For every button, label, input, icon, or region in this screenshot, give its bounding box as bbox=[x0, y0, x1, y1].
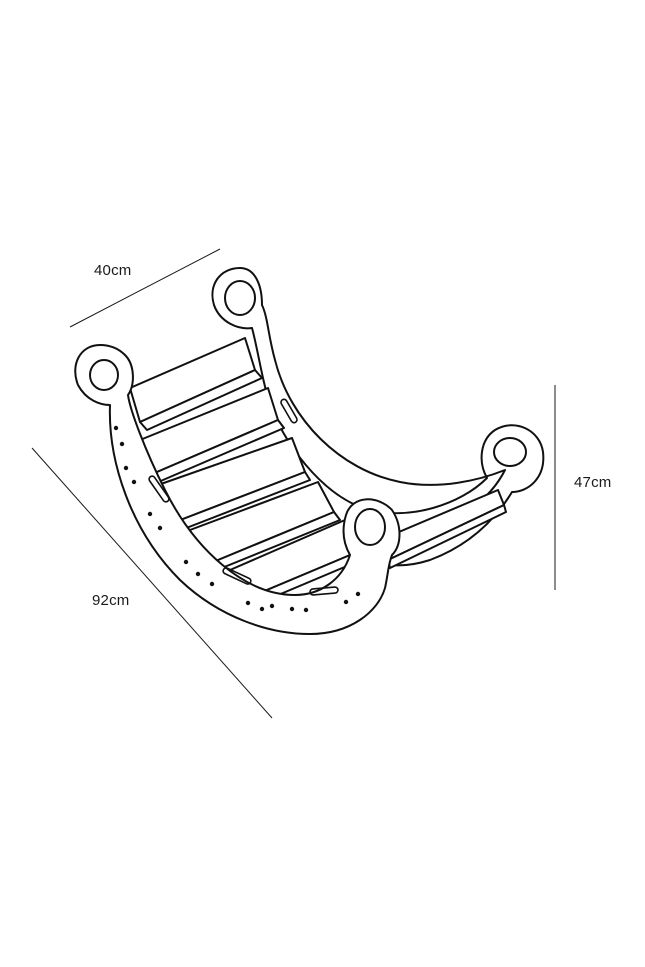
front-side-panel bbox=[74, 344, 401, 635]
drill-holes bbox=[113, 425, 361, 613]
length-dimension-label: 92cm bbox=[92, 592, 130, 609]
height-dimension-label: 47cm bbox=[574, 474, 612, 491]
slats bbox=[129, 337, 507, 607]
width-dimension-label: 40cm bbox=[94, 262, 132, 279]
width-dimension-line bbox=[69, 248, 221, 328]
length-dimension-line bbox=[31, 447, 273, 719]
